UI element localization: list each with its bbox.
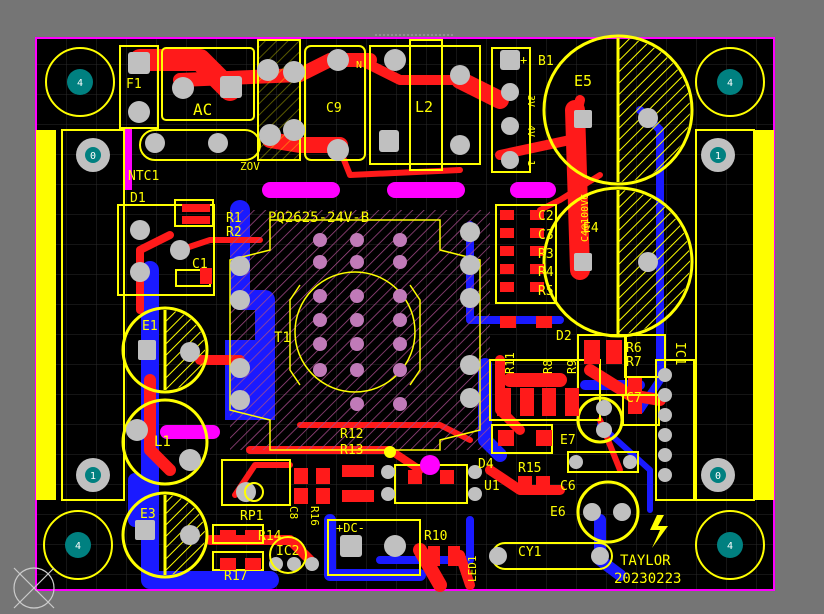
label-r6: R6 xyxy=(626,341,642,356)
mounting-hole-icon: 4 xyxy=(695,510,765,580)
rail-label-left-bottom: 1 xyxy=(90,471,96,482)
origin-marker-icon xyxy=(13,567,55,609)
label-r2: R2 xyxy=(226,225,242,240)
heatsink-rails xyxy=(36,129,774,501)
label-transformer-part: PQ2625-24V-B xyxy=(268,210,369,226)
label-rp1: RP1 xyxy=(240,509,263,524)
label-r13: R13 xyxy=(340,443,363,458)
label-r5: R5 xyxy=(538,284,554,299)
label-ntc1: NTC1 xyxy=(128,169,159,184)
label-c8: C8 xyxy=(287,506,300,519)
label-c9: C9 xyxy=(326,101,342,116)
label-e7: E7 xyxy=(560,433,576,448)
label-d2: D2 xyxy=(556,329,572,344)
label-c6: C6 xyxy=(560,479,576,494)
mount-hole-label-tr: 4 xyxy=(727,78,733,89)
keepout-layer xyxy=(124,128,556,439)
label-u1: U1 xyxy=(484,479,500,494)
label-e4-value: C4@100VC xyxy=(580,194,591,242)
label-c1: C1 xyxy=(192,257,208,272)
label-l1: L1 xyxy=(154,434,171,450)
electrolytic-capacitors xyxy=(121,34,694,579)
label-d1: D1 xyxy=(130,191,146,206)
label-l2: L2 xyxy=(415,98,433,116)
mounting-hole-icon: 4 xyxy=(45,47,115,117)
rotated-designators: 3V 4V 1 C4@100VC IC1 R11 R8 R9 C8 R16 LE… xyxy=(287,95,687,582)
label-c3: C3 xyxy=(538,228,554,243)
through-hole-pads xyxy=(126,49,672,571)
label-n: N xyxy=(356,60,362,71)
b1-pin-3v: 3V xyxy=(525,95,536,107)
label-r1: R1 xyxy=(226,211,242,226)
b1-pin-plus: + xyxy=(520,53,527,67)
label-r4: R4 xyxy=(538,265,554,280)
transformer-pins xyxy=(313,233,407,411)
label-zov: ZOV xyxy=(240,160,260,173)
label-ac: AC xyxy=(193,100,212,119)
mount-hole-label-br: 4 xyxy=(727,541,733,552)
label-r17: R17 xyxy=(224,569,247,584)
rail-label-right-bottom: 0 xyxy=(715,471,721,482)
label-r9: R9 xyxy=(565,360,579,374)
signature-date: 20230223 xyxy=(614,571,681,587)
rail-label-left-top: 0 xyxy=(90,151,96,162)
label-r8: R8 xyxy=(541,360,555,374)
b1-pin-4v: 4V xyxy=(525,125,536,137)
mounting-hole-icon: 4 xyxy=(695,47,765,117)
label-r15: R15 xyxy=(518,461,541,476)
label-r16: R16 xyxy=(308,506,321,526)
label-e1: E1 xyxy=(142,319,158,334)
mounting-holes: 4 4 4 4 xyxy=(43,47,765,580)
b1-pin-1: 1 xyxy=(525,160,536,166)
mounting-hole-icon: 4 xyxy=(43,510,113,580)
vias xyxy=(244,446,482,574)
label-e5: E5 xyxy=(574,72,592,90)
label-c7: C7 xyxy=(626,391,642,406)
label-r14: R14 xyxy=(258,529,282,544)
label-r7: R7 xyxy=(626,355,642,370)
label-d4: D4 xyxy=(478,457,494,472)
label-ic2: IC2 xyxy=(276,544,299,559)
label-r3: R3 xyxy=(538,247,554,262)
label-r11: R11 xyxy=(503,352,517,374)
high-voltage-icon xyxy=(650,515,668,548)
label-t1: T1 xyxy=(274,330,291,346)
mount-hole-label-tl: 4 xyxy=(77,78,83,89)
label-e4: E4 xyxy=(583,221,599,236)
label-dc-conn: +DC- xyxy=(336,521,365,535)
label-b1: B1 xyxy=(538,54,554,69)
label-led1: LED1 xyxy=(466,556,479,583)
label-cy1: CY1 xyxy=(518,545,541,560)
label-r10: R10 xyxy=(424,529,447,544)
rail-pads: 0 1 1 0 xyxy=(76,138,735,492)
label-e6: E6 xyxy=(550,505,566,520)
mount-hole-label-bl: 4 xyxy=(75,541,81,552)
designators: F1 AC NTC1 ZOV C9 L2 N + B1 E5 E4 D1 C1 … xyxy=(126,53,681,587)
label-f1: F1 xyxy=(126,77,142,92)
label-c2: C2 xyxy=(538,209,554,224)
smd-pads xyxy=(182,204,642,570)
label-e3: E3 xyxy=(140,507,156,522)
label-ic1: IC1 xyxy=(672,342,687,365)
signature-name: TAYLOR xyxy=(620,553,671,569)
rail-label-right-top: 1 xyxy=(715,151,721,162)
label-r12: R12 xyxy=(340,427,363,442)
